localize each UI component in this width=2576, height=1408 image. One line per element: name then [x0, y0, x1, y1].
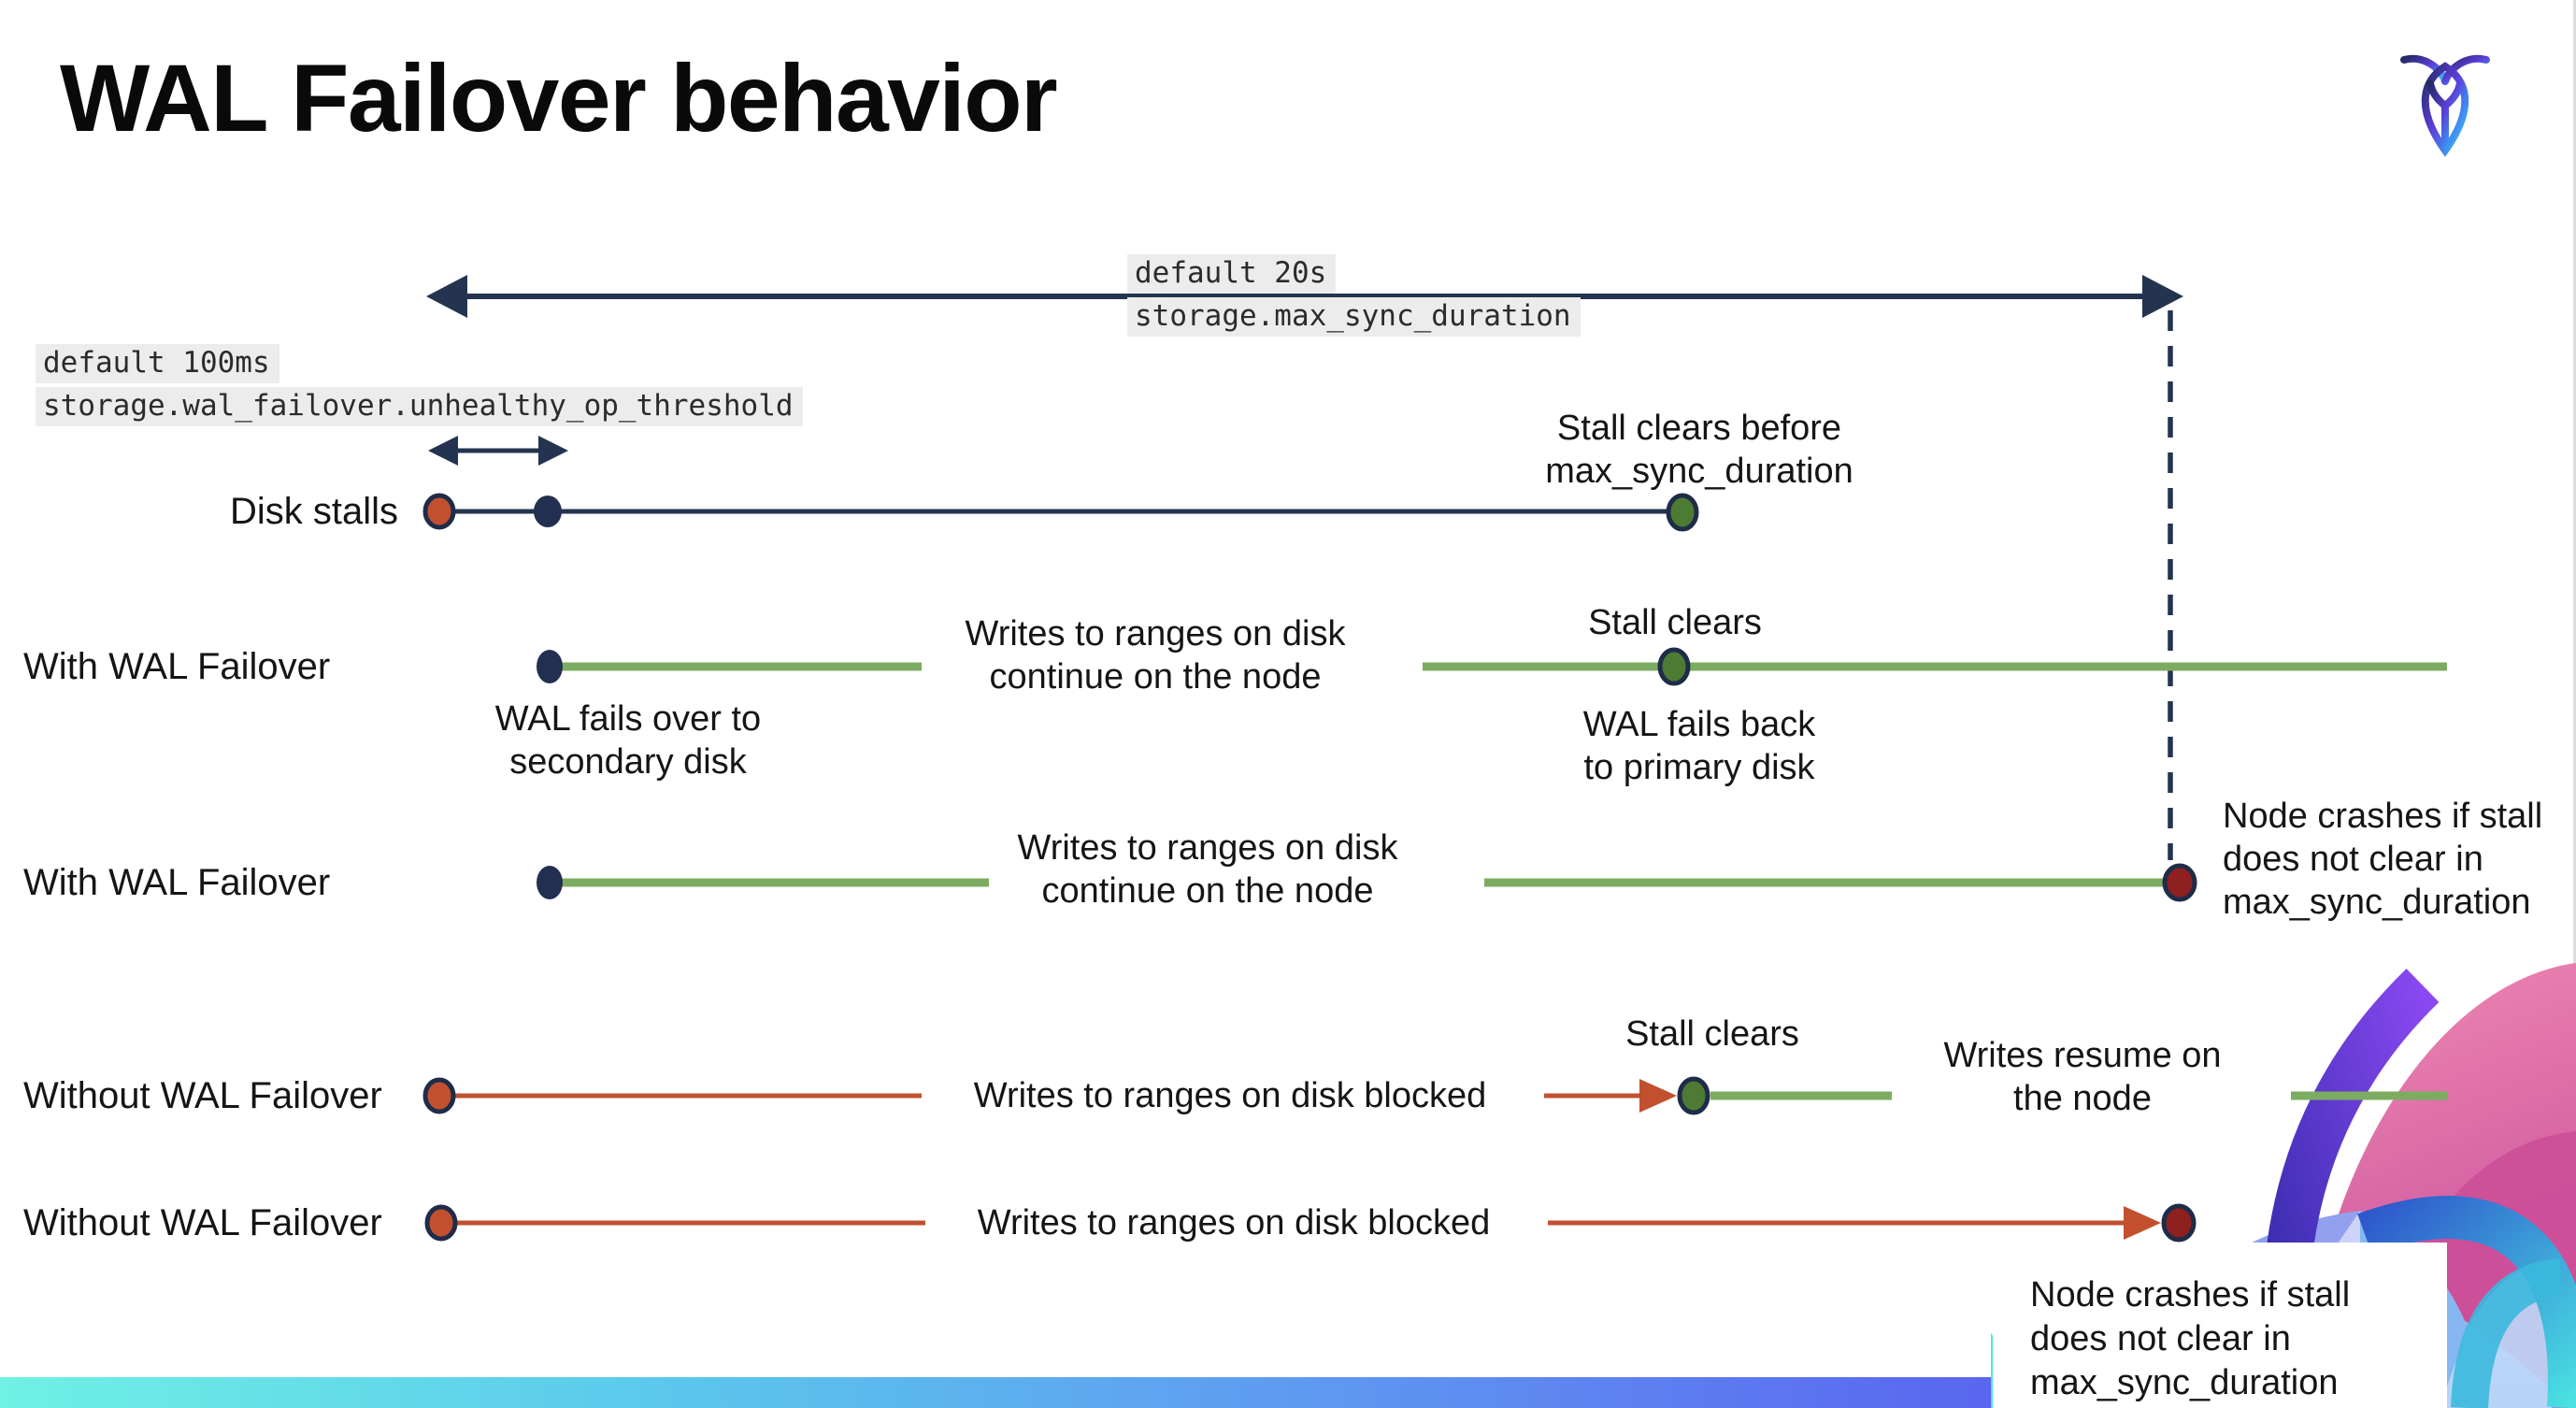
stall-start-dot [424, 1204, 458, 1242]
row-label-with-wal-failover-2: With WAL Failover [23, 862, 331, 903]
annotation-node-crashes-row3: Node crashes if stall does not clear in … [2223, 797, 2543, 922]
config-default-value: default 20s [1127, 254, 1337, 294]
node-crashes-label-box [1993, 1243, 2447, 1408]
row-label-disk-stalls: Disk stalls [230, 491, 399, 532]
annotation-writes-blocked-row5: Writes to ranges on disk blocked [977, 1203, 1491, 1243]
stall-clears-dot [1666, 493, 1699, 532]
max-sync-duration-config-label: default 20s storage.max_sync_duration [1127, 254, 1581, 340]
stall-clears-dot [1657, 647, 1691, 686]
annotation-node-crashes-row5: Node crashes if stall does not clear in … [2030, 1275, 2351, 1402]
annotation-stall-clears-before: Stall clears before max_sync_duration [1545, 409, 1853, 491]
arrowhead-right-icon [2142, 275, 2183, 318]
cyan-arch-stroke [2357, 1196, 2576, 1408]
arrowhead-left-icon [428, 436, 458, 466]
row-label-without-wal-failover-2: Without WAL Failover [23, 1202, 382, 1243]
config-setting-name: storage.max_sync_duration [1127, 297, 1581, 337]
config-default-value: default 100ms [36, 344, 279, 383]
page-title: WAL Failover behavior [60, 45, 1058, 151]
cyan-arch-leg [2451, 1258, 2564, 1408]
annotation-writes-resume: Writes resume on the node [1943, 1036, 2222, 1118]
antenna-right [2441, 54, 2490, 85]
red-arrowhead-icon [1639, 1079, 1677, 1113]
unhealthy-op-threshold-config-label: default 100ms storage.wal_failover.unhea… [36, 344, 803, 430]
stall-clears-dot [1677, 1076, 1710, 1115]
stall-start-dot [422, 493, 456, 530]
failover-dot [537, 650, 563, 683]
arrowhead-left-icon [426, 275, 467, 318]
failover-dot [537, 866, 563, 899]
annotation-wal-fails-back: WAL fails back to primary disk [1582, 705, 1816, 787]
annotation-stall-clears-row2: Stall clears [1588, 603, 1762, 642]
stall-start-dot [422, 1077, 456, 1114]
node-crash-dot [2162, 863, 2197, 902]
threshold-dot [534, 496, 562, 527]
cockroachdb-logo-icon [2400, 54, 2490, 157]
row-label-with-wal-failover-1: With WAL Failover [23, 646, 331, 687]
body-vein [2426, 79, 2464, 151]
annotation-writes-continue-row3: Writes to ranges on disk continue on the… [1017, 828, 1398, 911]
annotation-stall-clears-row4: Stall clears [1625, 1014, 1799, 1054]
annotation-wal-fails-over: WAL fails over to secondary disk [494, 699, 762, 782]
annotation-writes-continue-row2: Writes to ranges on disk continue on the… [965, 614, 1346, 697]
config-setting-name: storage.wal_failover.unhealthy_op_thresh… [36, 387, 803, 426]
arrowhead-right-icon [538, 436, 568, 466]
annotation-writes-blocked-row4: Writes to ranges on disk blocked [973, 1076, 1487, 1115]
row-label-without-wal-failover-1: Without WAL Failover [23, 1075, 382, 1116]
